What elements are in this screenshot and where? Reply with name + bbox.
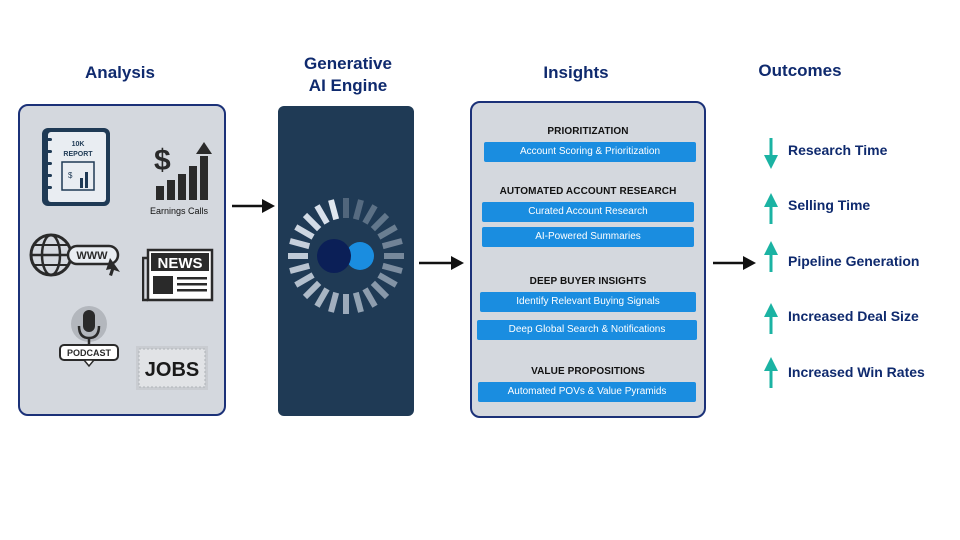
spinner-ray: [370, 280, 390, 300]
arrow-up-icon: [764, 303, 778, 334]
arrow-up-icon: [764, 241, 778, 272]
report-label-report: REPORT: [63, 151, 93, 158]
report-icon: 10K REPORT $: [42, 128, 110, 206]
section-heading-buyer-insights: DEEP BUYER INSIGHTS: [529, 276, 647, 287]
spinner-ray: [294, 272, 315, 288]
outcome-selling-time: Selling Time: [788, 197, 871, 213]
podcast-label: PODCAST: [67, 348, 112, 358]
www-globe-icon: WWW: [29, 233, 120, 277]
engine-title-line1: Generative: [304, 54, 392, 73]
earnings-calls-label: Earnings Calls: [150, 206, 209, 216]
arrow-up-icon: [764, 193, 778, 224]
spinner-ray: [294, 224, 315, 240]
svg-text:$: $: [154, 144, 171, 177]
arrow-analysis-to-engine: [232, 199, 275, 213]
outcome-pipeline-generation: Pipeline Generation: [788, 253, 920, 269]
insight-global-search: Deep Global Search & Notifications: [477, 320, 697, 340]
outcome-win-rates: Increased Win Rates: [788, 364, 925, 380]
section-heading-value-propositions: VALUE PROPOSITIONS: [531, 366, 645, 377]
insight-buying-signals: Identify Relevant Buying Signals: [480, 292, 696, 312]
insight-account-scoring: Account Scoring & Prioritization: [484, 142, 696, 162]
news-icon: NEWS: [142, 248, 214, 302]
ai-engine-spinner-icon: [288, 198, 404, 314]
spinner-ray: [352, 199, 364, 221]
spinner-ray: [352, 291, 364, 313]
arrow-engine-to-insights: [419, 256, 464, 270]
svg-text:$: $: [68, 171, 73, 180]
engine-title: Generative AI Engine: [278, 53, 418, 97]
spinner-ray: [328, 291, 340, 313]
spinner-ray: [314, 204, 330, 225]
spinner-ray: [328, 199, 340, 221]
outcomes-title: Outcomes: [758, 61, 842, 80]
arrow-down-icon: [764, 138, 778, 169]
jobs-icon: JOBS: [136, 346, 208, 390]
insights-title: Insights: [543, 63, 609, 82]
jobs-label: JOBS: [145, 359, 199, 381]
spinner-ray: [314, 287, 330, 308]
spinner-ray: [381, 238, 403, 250]
arrow-insights-to-outcomes: [713, 256, 756, 270]
spinner-ray: [362, 287, 378, 308]
www-label: WWW: [76, 250, 108, 262]
spinner-ray: [377, 272, 398, 288]
spinner-ray: [289, 238, 311, 250]
section-heading-prioritization: PRIORITIZATION: [547, 126, 629, 137]
engine-title-line2: AI Engine: [308, 76, 388, 95]
spinner-ray: [289, 262, 311, 274]
insight-curated-research: Curated Account Research: [482, 202, 694, 222]
spinner-ray: [381, 262, 403, 274]
podcast-icon: PODCAST: [59, 306, 119, 368]
insight-povs-value-pyramids: Automated POVs & Value Pyramids: [478, 382, 696, 402]
arrow-up-icon: [764, 357, 778, 388]
spinner-ray: [302, 212, 322, 232]
spinner-ray: [302, 280, 322, 300]
section-heading-account-research: AUTOMATED ACCOUNT RESEARCH: [499, 186, 677, 197]
outcome-deal-size: Increased Deal Size: [788, 308, 919, 324]
insights-panel: PRIORITIZATION Account Scoring & Priorit…: [470, 101, 706, 418]
outcome-research-time: Research Time: [788, 142, 888, 158]
earnings-icon: $: [154, 142, 212, 200]
spinner-ray: [377, 224, 398, 240]
spinner-ray: [370, 212, 390, 232]
insight-ai-summaries: AI-Powered Summaries: [482, 227, 694, 247]
report-label-10k: 10K: [72, 141, 85, 148]
spinner-ray: [362, 204, 378, 225]
analysis-title: Analysis: [85, 63, 155, 82]
news-label: NEWS: [158, 255, 203, 272]
